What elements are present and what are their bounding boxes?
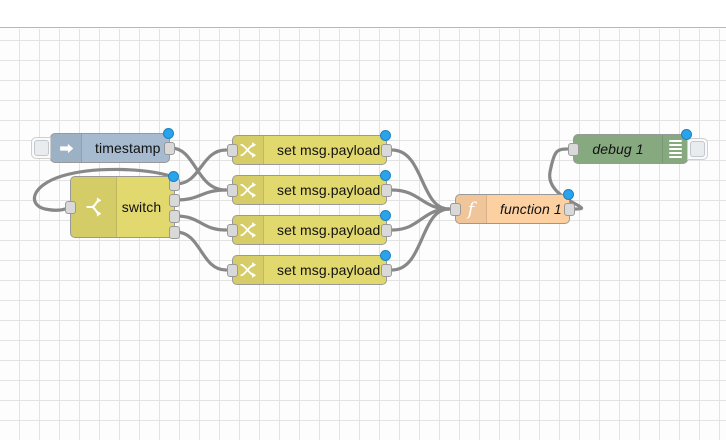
svg-text:f: f (466, 199, 478, 219)
wire-change-4-to-function (390, 207, 451, 272)
node-label-change-4: set msg.payload (277, 262, 381, 278)
wire-switch-out-1-to-change-1 (174, 148, 228, 186)
change-2-output-port[interactable] (381, 184, 392, 197)
switch-output-port-3[interactable] (169, 226, 180, 239)
switch-input-port[interactable] (65, 201, 76, 214)
function-1-input-port[interactable] (450, 203, 461, 216)
function-1-output-port[interactable] (564, 203, 575, 216)
debug-toggle-button[interactable] (687, 138, 708, 160)
wire-function-to-debug (548, 147, 584, 211)
inject-trigger-button[interactable] (31, 137, 51, 159)
node-label-inject: timestamp (95, 140, 161, 156)
node-change-4[interactable]: set msg.payload (227, 250, 392, 285)
change-1-input-port[interactable] (227, 144, 238, 157)
debug-1-input-port[interactable] (568, 143, 579, 156)
function-1-status-dot (563, 189, 574, 200)
debug-lines-icon (662, 135, 687, 163)
wire-switch-feedback-loop (32, 167, 178, 212)
shuffle-icon (233, 256, 264, 284)
change-4-output-port[interactable] (381, 264, 392, 277)
switch-output-port-2[interactable] (169, 210, 180, 223)
wire-switch-out-3-to-change-3 (174, 214, 228, 232)
change-3-output-port[interactable] (381, 224, 392, 237)
shuffle-icon (233, 216, 264, 244)
change-4-input-port[interactable] (227, 264, 238, 277)
node-inject-timestamp[interactable]: timestamp (31, 128, 175, 163)
change-2-input-port[interactable] (227, 184, 238, 197)
node-label-change-1: set msg.payload (277, 142, 381, 158)
change-2-status-dot (380, 170, 391, 181)
switch-branch-icon (71, 177, 117, 237)
node-label-change-3: set msg.payload (277, 222, 381, 238)
change-4-status-dot (380, 250, 391, 261)
node-label-change-2: set msg.payload (277, 182, 381, 198)
shuffle-icon (233, 176, 264, 204)
node-label-function-1: function 1 (500, 201, 562, 217)
switch-status-dot (168, 171, 179, 182)
node-function-1[interactable]: f function 1 (450, 189, 575, 224)
change-1-status-dot (380, 130, 391, 141)
change-1-output-port[interactable] (381, 144, 392, 157)
debug-1-status-dot (681, 129, 692, 140)
node-debug-1[interactable]: debug 1 (568, 129, 708, 164)
node-change-1[interactable]: set msg.payload (227, 130, 392, 165)
node-label-switch: switch (121, 199, 162, 215)
node-change-3[interactable]: set msg.payload (227, 210, 392, 245)
switch-output-port-1[interactable] (169, 194, 180, 207)
node-switch[interactable]: switch (65, 171, 180, 239)
node-change-2[interactable]: set msg.payload (227, 170, 392, 205)
arrow-right-icon (51, 134, 82, 162)
inject-output-port-0[interactable] (164, 142, 175, 155)
function-f-icon: f (456, 195, 487, 223)
inject-status-dot (163, 128, 174, 139)
debug-button-face (690, 141, 705, 157)
wire-switch-out-4-to-change-4 (174, 230, 228, 272)
wire-switch-out-2-to-change-2 (174, 188, 228, 202)
change-3-status-dot (380, 210, 391, 221)
change-3-input-port[interactable] (227, 224, 238, 237)
shuffle-icon (233, 136, 264, 164)
inject-button-face (33, 140, 49, 156)
editor-top-strip (0, 0, 726, 28)
wire-inject-to-change-2 (169, 146, 228, 192)
node-label-debug-1: debug 1 (592, 141, 644, 157)
